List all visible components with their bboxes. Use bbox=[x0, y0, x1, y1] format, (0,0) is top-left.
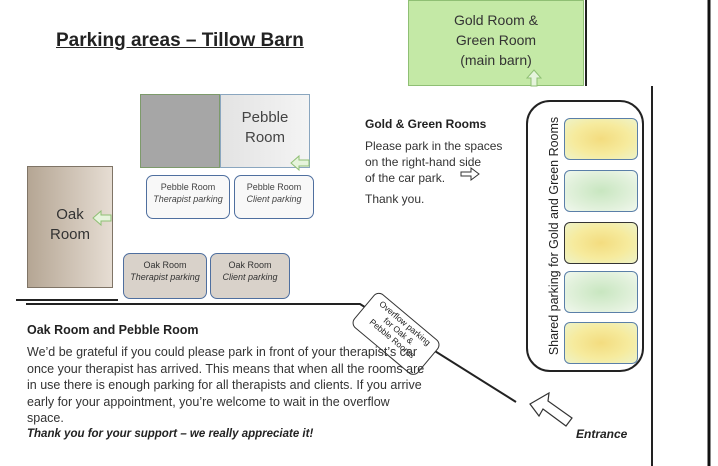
entrance-label: Entrance bbox=[576, 427, 628, 441]
space-room-name: Pebble Room bbox=[160, 182, 216, 192]
oak-pebble-thanks: Thank you for your support – we really a… bbox=[27, 428, 314, 440]
entrance-arrow-icon bbox=[529, 391, 573, 427]
oak-pebble-instructions: We’d be grateful if you could please par… bbox=[27, 345, 425, 425]
instruction-line: of the car park. bbox=[365, 171, 446, 185]
gold-green-room-line-1: Gold Room & bbox=[453, 12, 539, 28]
parking-bay-gold bbox=[564, 118, 638, 160]
parking-bay-green bbox=[564, 271, 638, 313]
space-room-name: Oak Room bbox=[143, 260, 187, 270]
gold-green-thanks: Thank you. bbox=[365, 192, 425, 206]
pebble-entrance-arrow-icon bbox=[290, 154, 310, 172]
lower-road-edge bbox=[26, 303, 517, 403]
oak-room-line-2: Room bbox=[49, 226, 90, 243]
oak-entrance-arrow-icon bbox=[92, 209, 112, 227]
oak-client-space: Oak Room Client parking bbox=[210, 253, 290, 299]
pebble-client-space: Pebble Room Client parking bbox=[234, 175, 314, 219]
gold-green-room: Gold Room & Green Room (main barn) bbox=[408, 0, 584, 86]
oak-room-line-1: Oak bbox=[56, 206, 84, 223]
space-room-name: Oak Room bbox=[228, 260, 272, 270]
pebble-therapist-space: Pebble Room Therapist parking bbox=[146, 175, 230, 219]
oak-therapist-space: Oak Room Therapist parking bbox=[123, 253, 207, 299]
right-arrow-icon bbox=[460, 167, 480, 181]
parking-bay-gold bbox=[564, 322, 638, 364]
space-type: Therapist parking bbox=[153, 194, 223, 204]
parking-bay-gold bbox=[564, 222, 638, 264]
parking-bay-green bbox=[564, 170, 638, 212]
gold-green-instructions: Please park in the spaces on the right-h… bbox=[365, 138, 515, 186]
pebble-room-annex bbox=[140, 94, 220, 168]
page-title: Parking areas – Tillow Barn bbox=[56, 30, 304, 51]
oak-room: Oak Room bbox=[27, 166, 113, 288]
instruction-line: on the right-hand side bbox=[365, 155, 482, 169]
pebble-room-line-1: Pebble bbox=[241, 109, 289, 126]
gold-green-room-line-3: (main barn) bbox=[460, 52, 532, 68]
space-room-name: Pebble Room bbox=[246, 182, 302, 192]
pebble-room-line-2: Room bbox=[244, 129, 285, 146]
shared-parking-text: Shared parking for Gold and Green Rooms bbox=[547, 116, 561, 356]
oak-pebble-heading: Oak Room and Pebble Room bbox=[27, 323, 199, 337]
gold-green-room-line-2: Green Room bbox=[455, 32, 537, 48]
pebble-room: Pebble Room bbox=[220, 94, 310, 168]
space-type: Client parking bbox=[246, 194, 302, 204]
instruction-line: Please park in the spaces bbox=[365, 139, 503, 153]
space-type: Therapist parking bbox=[130, 272, 200, 282]
space-type: Client parking bbox=[222, 272, 278, 282]
main-barn-entrance-arrow-icon bbox=[525, 69, 543, 87]
gold-green-heading: Gold & Green Rooms bbox=[365, 117, 487, 131]
